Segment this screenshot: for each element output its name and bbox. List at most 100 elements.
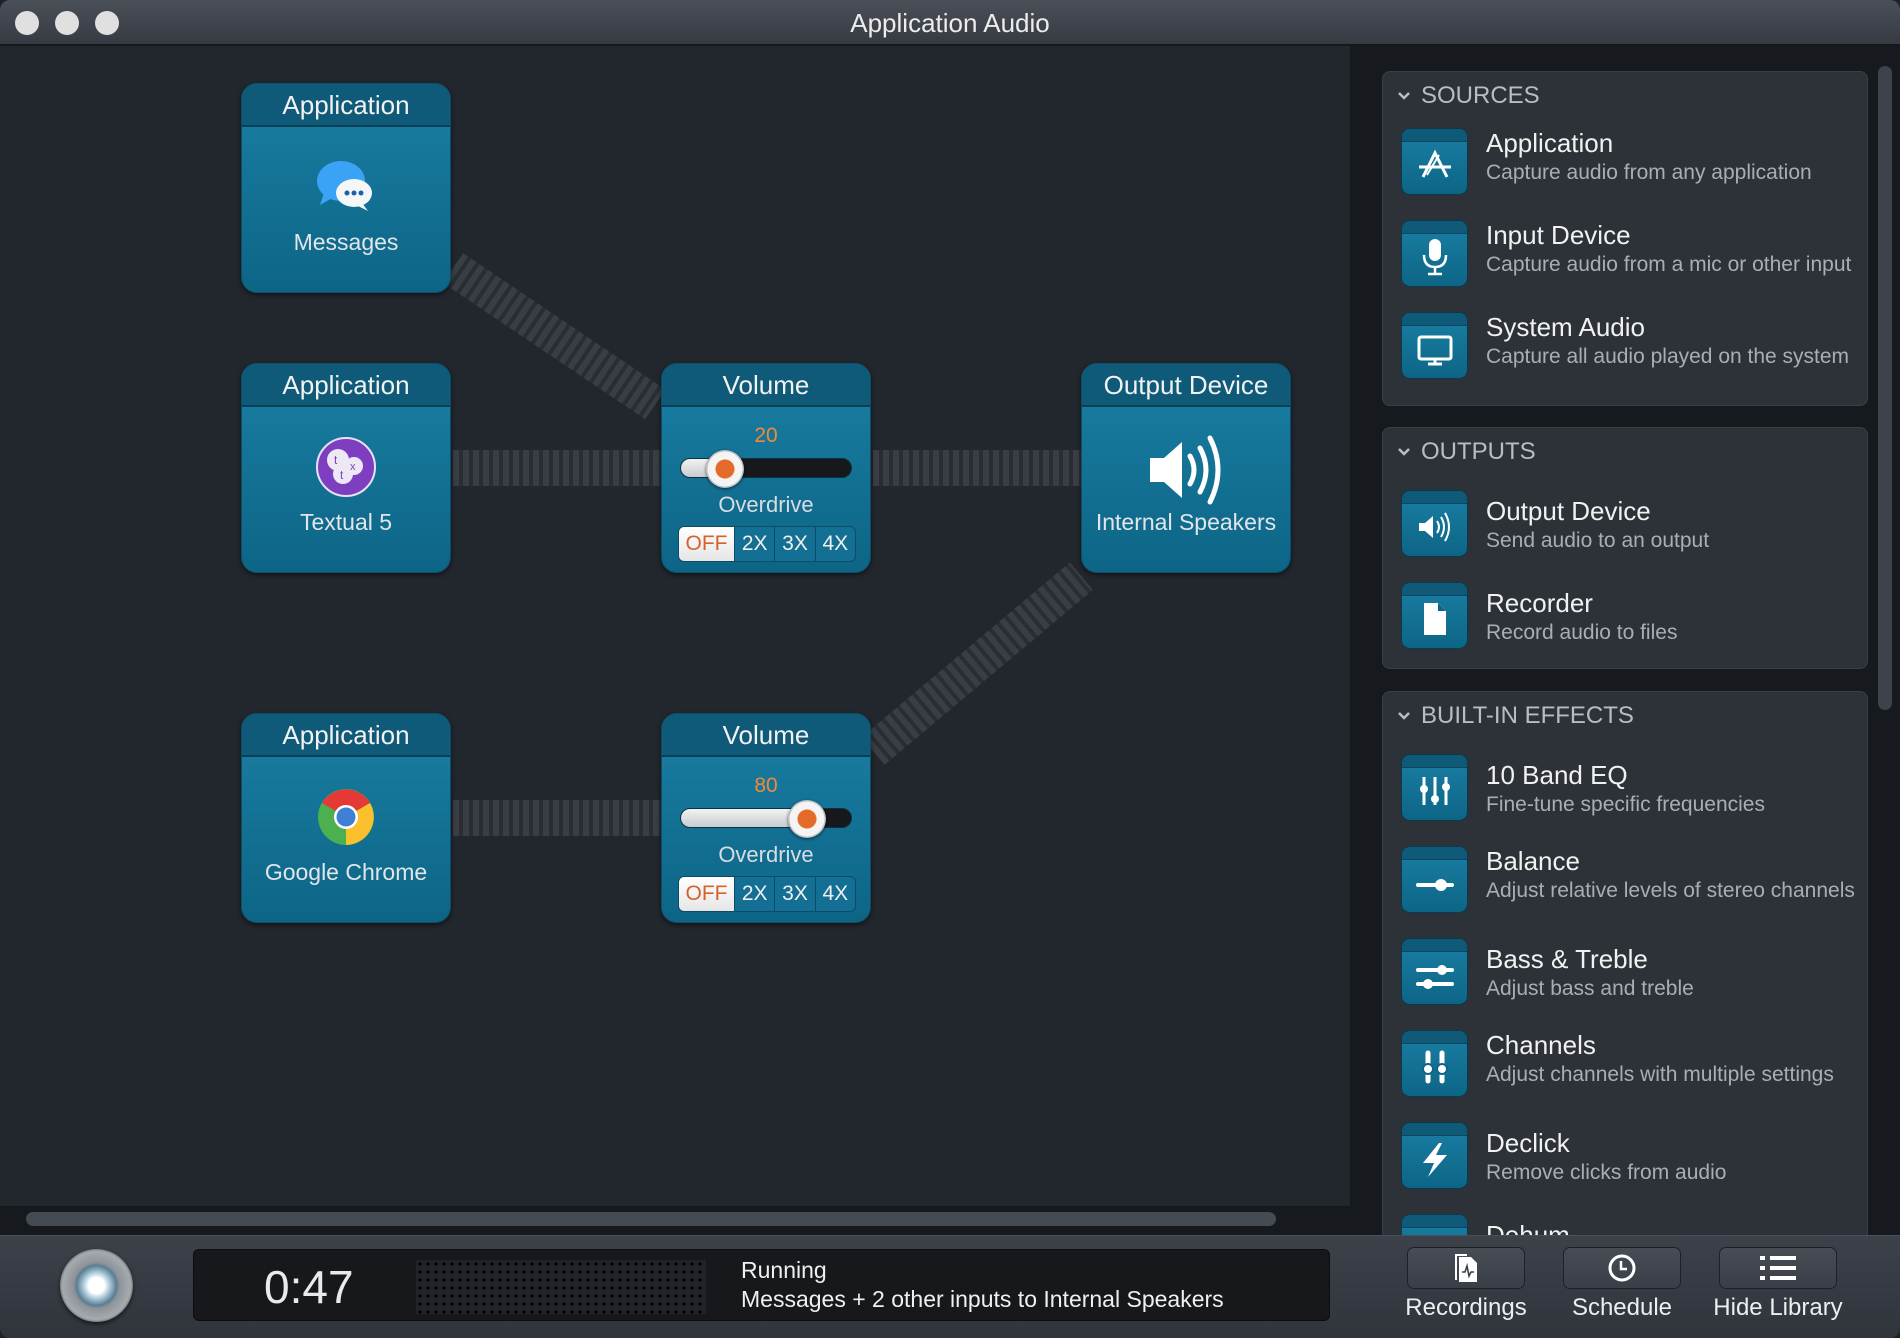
window-title: Application Audio [850,8,1050,38]
cable-chrome-to-volume[interactable] [453,800,661,836]
cable-textual-to-volume[interactable] [453,450,661,486]
item-description: Adjust relative levels of stereo channel… [1486,879,1855,902]
overdrive-2x-button[interactable]: 2X [734,877,774,911]
library-item-input-device[interactable]: Input Device Capture audio from a mic or… [1401,220,1861,300]
item-description: Send audio to an output [1486,529,1710,552]
item-description: Fine-tune specific frequencies [1486,793,1765,816]
section-title: OUTPUTS [1421,438,1536,465]
close-window-button[interactable] [15,11,39,35]
volume-value: 80 [754,774,778,797]
volume-slider-thumb[interactable] [706,450,745,488]
sources-header[interactable]: SOURCES [1397,82,1540,110]
node-header: Volume [662,364,870,407]
svg-text:x: x [350,461,356,473]
node-label: Internal Speakers [1095,509,1277,535]
chrome-icon [242,788,450,846]
level-meter [416,1260,706,1314]
item-title: Recorder [1486,588,1593,618]
node-header: Volume [662,714,870,757]
library-item-balance[interactable]: Balance Adjust relative levels of stereo… [1401,846,1861,926]
hide-library-button[interactable] [1719,1247,1837,1289]
overdrive-selector: OFF 2X 3X 4X [678,876,856,912]
node-volume-2[interactable]: Volume 80 Overdrive OFF 2X 3X 4X [661,713,871,923]
effects-header[interactable]: BUILT-IN EFFECTS [1397,702,1634,730]
node-label: Textual 5 [299,509,393,535]
overdrive-off-button[interactable]: OFF [679,877,735,911]
recordings-icon [1455,1254,1477,1282]
canvas-horizontal-scrollbar[interactable] [26,1212,1276,1226]
schedule-button[interactable] [1563,1247,1681,1289]
overdrive-4x-button[interactable]: 4X [814,527,855,561]
volume-slider[interactable] [680,450,852,488]
sources-panel: SOURCES Application Capture audio from a… [1382,71,1868,406]
section-title: BUILT-IN EFFECTS [1421,702,1634,729]
library-item-10-band-eq[interactable]: 10 Band EQ Fine-tune specific frequencie… [1401,754,1861,834]
library-item-recorder[interactable]: Recorder Record audio to files [1401,582,1861,662]
node-textual[interactable]: Application t x t Textual 5 [241,363,451,573]
clock-icon [1608,1254,1636,1282]
library-item-output-device[interactable]: Output Device Send audio to an output [1401,490,1861,570]
overdrive-4x-button[interactable]: 4X [814,877,855,911]
node-header: Application [242,714,450,757]
item-description: Capture audio from a mic or other input [1486,253,1852,276]
node-output-device[interactable]: Output Device Internal Speakers [1081,363,1291,573]
document-icon [1401,582,1468,649]
library-item-declick[interactable]: Declick Remove clicks from audio [1401,1122,1861,1202]
outputs-header[interactable]: OUTPUTS [1397,438,1536,466]
item-description: Remove clicks from audio [1486,1161,1727,1184]
volume-value: 20 [754,424,778,447]
status-detail: Messages + 2 other inputs to Internal Sp… [741,1286,1224,1312]
status-state: Running [741,1257,827,1283]
cable-volume-to-output[interactable] [873,450,1081,486]
overdrive-label: Overdrive [718,492,814,517]
status-text: Running Messages + 2 other inputs to Int… [741,1256,1224,1314]
eq-sliders-icon [1401,754,1468,821]
app-store-icon [1401,128,1468,195]
library-item-application[interactable]: Application Capture audio from any appli… [1401,128,1861,208]
recordings-button[interactable] [1407,1247,1525,1289]
elapsed-time: 0:47 [264,1261,354,1313]
status-display: 0:47 Running Messages + 2 other inputs t… [193,1249,1330,1321]
library-item-system-audio[interactable]: System Audio Capture all audio played on… [1401,312,1861,392]
schedule-label: Schedule [1571,1294,1673,1321]
recordings-label: Recordings [1405,1294,1527,1321]
node-header: Output Device [1082,364,1290,407]
overdrive-3x-button[interactable]: 3X [774,877,814,911]
zoom-window-button[interactable] [95,11,119,35]
volume-slider-fill [681,809,807,827]
overdrive-3x-button[interactable]: 3X [774,527,814,561]
item-title: Balance [1486,846,1580,876]
volume-slider-thumb[interactable] [787,800,826,838]
outputs-panel: OUTPUTS Output Device Send audio to an o… [1382,427,1868,669]
node-label: Google Chrome [264,859,428,885]
microphone-icon [1401,220,1468,287]
item-title: System Audio [1486,312,1645,342]
overdrive-off-button[interactable]: OFF [679,527,735,561]
node-google-chrome[interactable]: Application Google Chrome [241,713,451,923]
item-title: Channels [1486,1030,1596,1060]
library-item-bass-treble[interactable]: Bass & Treble Adjust bass and treble [1401,938,1861,1018]
library-item-channels[interactable]: Channels Adjust channels with multiple s… [1401,1030,1861,1110]
item-description: Record audio to files [1486,621,1678,644]
section-title: SOURCES [1421,82,1540,109]
messages-icon [242,159,450,215]
overdrive-label: Overdrive [718,842,814,867]
volume-slider[interactable] [680,800,852,838]
balance-slider-icon [1401,846,1468,913]
node-volume-1[interactable]: Volume 20 Overdrive OFF 2X 3X 4X [661,363,871,573]
overdrive-2x-button[interactable]: 2X [734,527,774,561]
node-messages[interactable]: Application Messages [241,83,451,293]
item-description: Adjust bass and treble [1486,977,1694,1000]
built-in-effects-panel: BUILT-IN EFFECTS 10 Band EQ Fine-tune sp… [1382,691,1868,1251]
node-header: Application [242,364,450,407]
library-vertical-scrollbar[interactable] [1878,66,1892,710]
chevron-down-icon [1398,92,1410,100]
routing-canvas[interactable] [0,46,1350,1206]
minimize-window-button[interactable] [55,11,79,35]
record-button[interactable] [60,1249,133,1322]
node-header: Application [242,84,450,127]
list-icon [1760,1256,1796,1280]
item-title: Output Device [1486,496,1651,526]
item-title: Bass & Treble [1486,944,1648,974]
